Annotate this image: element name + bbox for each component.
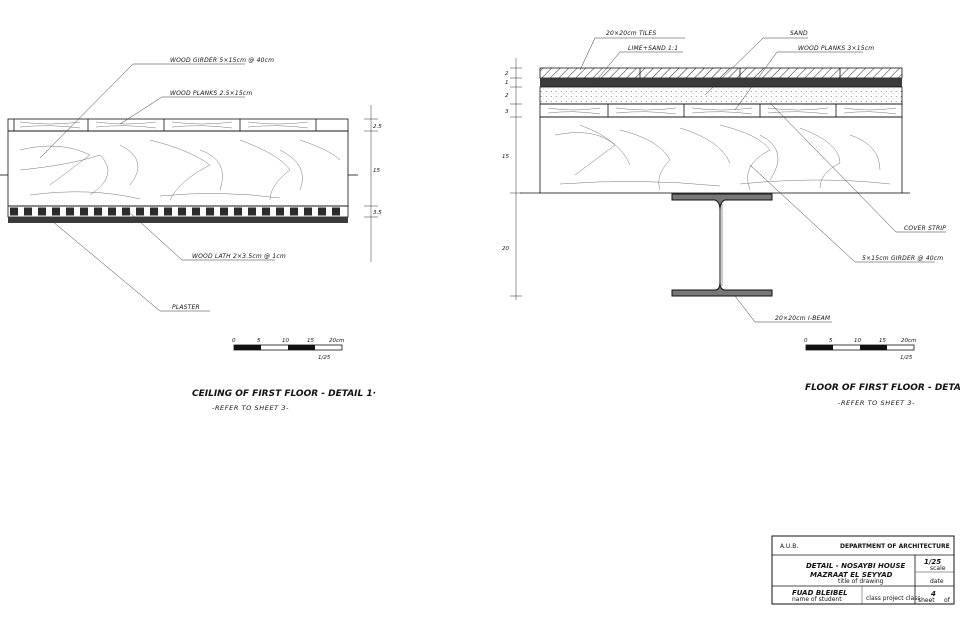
dim-top: 2.5	[373, 124, 382, 130]
detail-1-scale-bar	[233, 344, 343, 351]
wood-girder-layer-2	[539, 116, 903, 194]
i-beam	[671, 193, 773, 297]
scale-tick-0: 0	[232, 338, 236, 344]
title-block-student-name: FUAD BLEIBEL	[792, 589, 848, 597]
label-wood-girder-2: 5×15cm GIRDER @ 40cm	[862, 255, 943, 262]
label-wood-planks: WOOD PLANKS 2.5×15cm	[170, 90, 252, 97]
scale-tick-20: 20cm	[329, 338, 344, 344]
girder-grain	[19, 139, 341, 201]
label-wood-planks-2: WOOD PLANKS 3×15cm	[798, 45, 874, 52]
detail-1-dimension-line	[364, 105, 378, 262]
girder-grain-2	[554, 124, 891, 191]
tiles-layer	[539, 67, 903, 79]
detail-2-title: FLOOR OF FIRST FLOOR - DETAIL 2·	[805, 383, 960, 393]
detail-2-leaders	[579, 37, 946, 323]
wood-girder-layer	[7, 130, 349, 207]
scale-2-tick-5: 5	[829, 338, 833, 344]
detail-2-section: 2 1 2 3 15 20 20×20cm TILES LIME+SAND 1:…	[502, 30, 960, 407]
title-block-department: DEPARTMENT OF ARCHITECTURE	[840, 543, 950, 550]
title-block-scale-caption: scale	[930, 565, 946, 572]
label-cover-strip: COVER STRIP	[904, 225, 946, 232]
title-block-of-caption: of	[944, 597, 951, 604]
label-tiles: 20×20cm TILES	[606, 30, 656, 37]
title-block-drawing-caption: title of drawing	[838, 578, 884, 585]
dim-bottom: 3.5	[373, 210, 382, 216]
wood-planks-layer-2	[539, 103, 903, 118]
scale-ratio: 1/25	[318, 355, 331, 361]
title-block-student-caption: name of student	[792, 596, 842, 603]
title-block-sheet-number: 4	[931, 590, 936, 598]
sand-layer	[539, 86, 903, 105]
title-block-class-caption: class project class	[866, 595, 920, 602]
label-wood-lath: WOOD LATH 2×3.5cm @ 1cm	[192, 253, 286, 260]
detail-1-leaders	[39, 63, 275, 312]
plank-joints-2	[607, 104, 837, 117]
detail-1-section: 2.5 15 3.5 WOOD GIRDER 5×15cm @ 40cm WOO…	[0, 57, 382, 412]
detail-1-title: CEILING OF FIRST FLOOR - DETAIL 1·	[192, 389, 376, 399]
label-lime-sand: LIME+SAND 1:1	[628, 45, 678, 52]
title-block-drawing-title-1: DETAIL - NOSAYBI HOUSE	[806, 562, 906, 570]
scale-2-ratio: 1/25	[900, 355, 913, 361]
detail-2-dimension-line	[510, 58, 522, 300]
plank-grain-2	[547, 107, 897, 115]
scale-2-tick-10: 10	[854, 338, 861, 344]
scale-tick-15: 15	[307, 338, 314, 344]
tile-joints	[639, 68, 841, 78]
detail-2-reference: -REFER TO SHEET 3-	[838, 399, 915, 407]
dim-middle: 15	[373, 168, 380, 174]
wood-planks-layer	[7, 118, 349, 132]
lath-blocks	[10, 207, 340, 216]
dim-beam: 20	[502, 246, 509, 252]
title-block	[771, 535, 955, 605]
scale-tick-5: 5	[257, 338, 261, 344]
scale-2-tick-0: 0	[804, 338, 808, 344]
scale-tick-10: 10	[282, 338, 289, 344]
label-sand: SAND	[790, 30, 808, 37]
dim-girder: 15	[502, 154, 509, 160]
label-wood-girder: WOOD GIRDER 5×15cm @ 40cm	[170, 57, 274, 64]
plank-joints	[13, 119, 317, 131]
title-block-sheet-caption: sheet	[918, 597, 935, 604]
title-block-drawing-title-2: MAZRAAT EL SEYYAD	[810, 571, 893, 579]
title-block-school: A.U.B.	[780, 543, 798, 550]
detail-2-scale-bar	[805, 344, 915, 351]
label-plaster: PLASTER	[172, 304, 200, 311]
scale-2-tick-15: 15	[879, 338, 886, 344]
label-i-beam: 20×20cm I-BEAM	[775, 315, 831, 322]
detail-1-reference: -REFER TO SHEET 3-	[212, 404, 289, 412]
dim-d1: 2	[505, 71, 509, 77]
scale-2-tick-20: 20cm	[901, 338, 916, 344]
lime-sand-layer	[540, 78, 902, 87]
title-block-scale-value: 1/25	[924, 558, 941, 566]
plank-grain	[19, 121, 309, 129]
dim-d4: 3	[505, 109, 509, 115]
dim-d3: 2	[505, 93, 509, 99]
title-block-date-caption: date	[930, 578, 944, 585]
plaster-layer	[8, 217, 348, 223]
dim-d2: 1	[505, 80, 509, 86]
